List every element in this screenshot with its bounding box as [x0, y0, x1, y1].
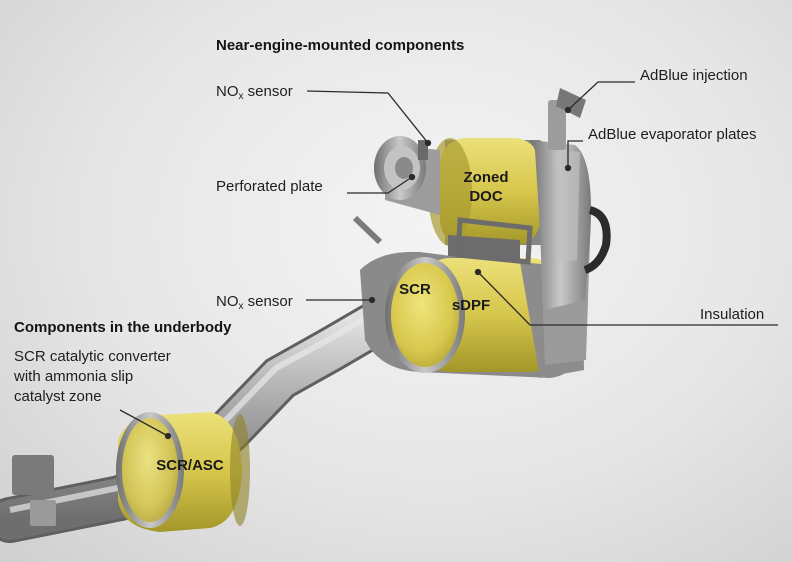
scr-asc-converter — [116, 412, 250, 532]
inlet-cone — [374, 136, 440, 215]
underbody-desc-line-1: SCR catalytic converter — [14, 348, 171, 365]
adblue-evaporator-housing — [530, 88, 611, 310]
underbody-description: SCR catalytic converter with ammonia sli… — [14, 347, 171, 407]
label-perforated-plate: Perforated plate — [216, 178, 323, 195]
component-scr-asc: SCR/ASC — [156, 457, 224, 474]
label-insulation: Insulation — [700, 306, 765, 323]
leader-lines — [119, 81, 778, 440]
underbody-desc-line-2: with ammonia slip — [14, 368, 134, 385]
underbody-desc-line-3: catalyst zone — [14, 388, 102, 405]
label-nox-sensor-top: NOx sensor — [216, 83, 293, 102]
label-nox-sensor-mid: NOx sensor — [216, 293, 293, 312]
doc-line-1: Zoned — [463, 169, 509, 186]
label-adblue-injection: AdBlue injection — [640, 67, 748, 84]
component-scr: SCR — [399, 281, 431, 298]
label-adblue-evaporator: AdBlue evaporator plates — [588, 126, 757, 143]
doc-line-2: DOC — [469, 188, 503, 205]
component-zoned-doc: Zoned DOC — [448, 168, 524, 206]
mounting-bracket — [352, 215, 533, 265]
heading-underbody: Components in the underbody — [14, 319, 232, 336]
zoned-doc-can — [428, 138, 555, 262]
component-sdpf: sDPF — [451, 297, 491, 314]
heading-near-engine: Near-engine-mounted components — [216, 37, 465, 54]
